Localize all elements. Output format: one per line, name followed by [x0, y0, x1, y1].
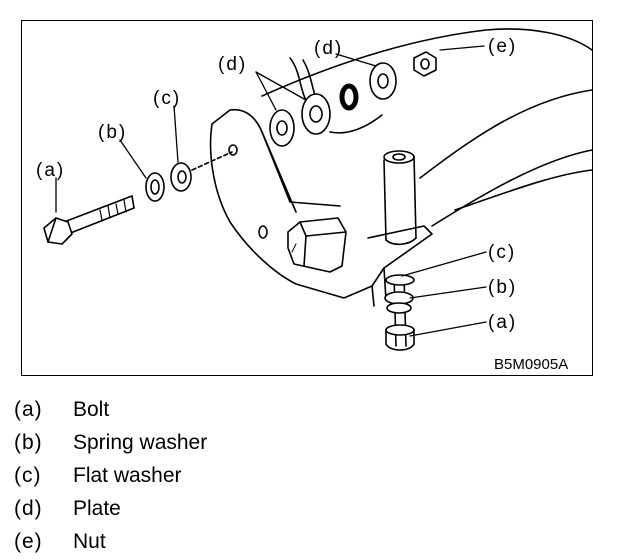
legend-key: (c) — [14, 464, 42, 487]
legend-label: Spring washer — [73, 431, 208, 454]
legend-key: (a) — [14, 398, 43, 421]
callout-a-right: (a) — [488, 312, 517, 333]
legend-row-flat-washer: (c) Flat washer — [14, 459, 614, 492]
legend-label: Plate — [73, 497, 121, 520]
upper-plate-1 — [269, 109, 295, 147]
lower-fastener-stack — [384, 274, 415, 351]
callout-b-left: (b) — [98, 122, 127, 143]
bracket — [209, 108, 433, 307]
figure-code: B5M0905A — [494, 356, 568, 373]
legend-label: Bolt — [73, 398, 110, 421]
leader-lines — [55, 45, 487, 337]
exploded-view-diagram: (a) (b) (c) (d) (d) (e) (c) (b) (a) B5M0… — [36, 28, 593, 373]
legend-row-nut: (e) Nut — [14, 525, 614, 558]
vertical-stud — [383, 150, 417, 246]
legend-key: (e) — [14, 530, 43, 553]
callout-c-left: (c) — [153, 88, 181, 109]
legend-key: (b) — [14, 431, 43, 454]
left-flat-washer — [170, 151, 233, 192]
parts-legend: (a) Bolt (b) Spring washer (c) Flat wash… — [14, 393, 614, 558]
upper-plate-2 — [301, 93, 331, 135]
left-bolt — [43, 195, 135, 245]
figure-frame — [21, 20, 593, 376]
callout-e: (e) — [488, 36, 517, 57]
legend-key: (d) — [14, 497, 43, 520]
upper-plate-3 — [369, 62, 397, 100]
legend-label: Nut — [73, 530, 106, 553]
legend-row-bolt: (a) Bolt — [14, 393, 614, 426]
callout-d-top: (d) — [314, 38, 343, 59]
callout-c-right: (c) — [488, 242, 516, 263]
callout-b-right: (b) — [488, 277, 517, 298]
callout-a-left: (a) — [36, 160, 65, 181]
legend-label: Flat washer — [73, 464, 182, 487]
mounting-block — [287, 217, 347, 273]
upper-nut — [413, 51, 437, 77]
frame-outline — [261, 28, 593, 227]
upper-grommet — [339, 83, 359, 111]
left-spring-washer — [145, 172, 165, 202]
legend-row-spring-washer: (b) Spring washer — [14, 426, 614, 459]
legend-row-plate: (d) Plate — [14, 492, 614, 525]
callout-d-left: (d) — [218, 54, 247, 75]
